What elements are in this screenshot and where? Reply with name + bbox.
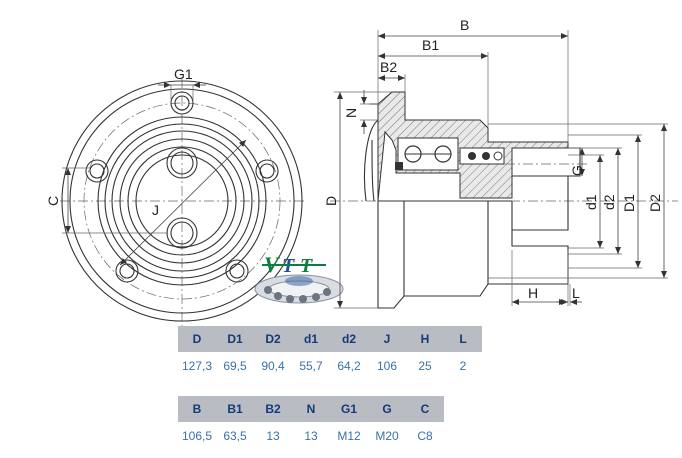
- table2-header-G: G: [368, 396, 406, 422]
- D1-label: D1: [621, 194, 637, 212]
- table2-value-N: 13: [304, 429, 318, 443]
- table2-header-row: B B1 B2 N G1 G C: [178, 396, 444, 422]
- table2-value-G1: M12: [337, 429, 361, 443]
- table1-header-D1: D1: [216, 326, 254, 352]
- table2-value-B2: 13: [266, 429, 280, 443]
- l-label: L: [572, 285, 580, 301]
- section-view: B B1 B2 N D G d1 d2: [323, 17, 678, 309]
- table1-header-J: J: [368, 326, 406, 352]
- table2-value-G: M20: [375, 429, 399, 443]
- table1-value-row: 127,3 69,5 90,4 55,7 64,2 106 25 2: [178, 352, 482, 380]
- d-overall-label: D: [323, 196, 339, 206]
- table1-value-J: 106: [376, 359, 398, 373]
- bolt-circle: [83, 102, 281, 300]
- table1-header-H: H: [406, 326, 444, 352]
- table1-value-D2: 90,4: [261, 359, 285, 373]
- table1-value-H: 25: [418, 359, 432, 373]
- table1-value-D1: 69,5: [223, 359, 247, 373]
- table1-value-d2: 64,2: [337, 359, 361, 373]
- c-label: C: [45, 196, 61, 206]
- table2-header-N: N: [292, 396, 330, 422]
- d1-small-label: d1: [583, 194, 599, 210]
- table1-header-d1: d1: [292, 326, 330, 352]
- table1-value-d1: 55,7: [299, 359, 323, 373]
- table2-header-G1: G1: [330, 396, 368, 422]
- table2-header-C: C: [406, 396, 444, 422]
- table1-header-d2: d2: [330, 326, 368, 352]
- table1-header-D2: D2: [254, 326, 292, 352]
- table2-value-row: 106,5 63,5 13 13 M12 M20 C8: [178, 422, 444, 450]
- table1-header-D: D: [178, 326, 216, 352]
- j-label: J: [152, 202, 159, 218]
- n-label: N: [343, 108, 359, 118]
- table1-value-L: 2: [459, 359, 467, 373]
- g-label: G: [569, 165, 585, 176]
- flange-outer-circle: [61, 80, 303, 322]
- g1-label: G1: [174, 66, 193, 82]
- table2-value-B1: 63,5: [223, 429, 247, 443]
- b1-label: B1: [422, 37, 439, 53]
- vtt-logo: V T T: [254, 252, 344, 304]
- b-label: B: [460, 17, 469, 33]
- table2-header-B2: B2: [254, 396, 292, 422]
- d2-small-label: d2: [601, 194, 617, 210]
- D2-label: D2: [647, 194, 663, 212]
- hub-circle-2: [104, 123, 260, 279]
- front-view: J G1 C: [45, 66, 306, 326]
- table2-value-C: C8: [417, 429, 433, 443]
- j-dimension-line: [119, 139, 247, 266]
- h-label: H: [528, 285, 538, 301]
- hub-circle-1: [97, 116, 267, 286]
- hub-circle-3: [111, 130, 253, 272]
- lower-housing-outline: [377, 201, 569, 309]
- table1-header-L: L: [444, 326, 482, 352]
- b2-label: B2: [380, 59, 397, 75]
- table1-header-row: D D1 D2 d1 d2 J H L: [178, 326, 482, 352]
- table2-header-B: B: [178, 396, 216, 422]
- table2-value-B: 106,5: [181, 429, 213, 443]
- dimension-table-2: B B1 B2 N G1 G C 106,5 63,5 13 13 M12 M2…: [178, 396, 444, 450]
- table2-header-B1: B1: [216, 396, 254, 422]
- table1-value-D: 127,3: [181, 359, 213, 373]
- dimension-table-1: D D1 D2 d1 d2 J H L 127,3 69,5 90,4 55,7…: [178, 326, 482, 380]
